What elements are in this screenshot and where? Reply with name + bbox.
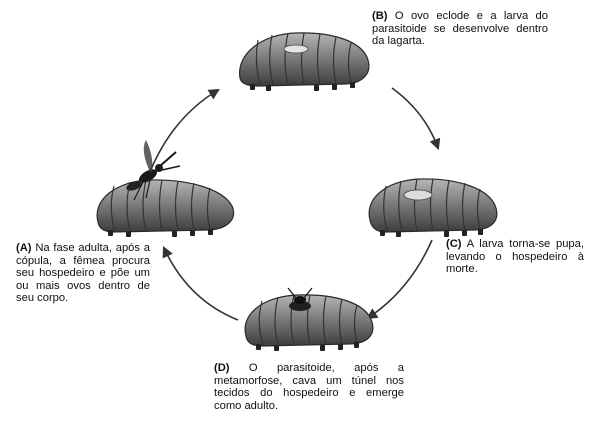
- caption-stage-a-tag: (A): [16, 242, 32, 254]
- caption-stage-d-tag: (D): [214, 362, 230, 374]
- caption-stage-c: (C) A larva torna-se pupa, levando o hos…: [446, 238, 584, 276]
- caption-stage-b: (B) O ovo eclode e a larva do parasitoid…: [372, 10, 548, 48]
- emerging-wasp-icon: [287, 287, 313, 304]
- arrow-a-to-b: [149, 88, 220, 173]
- arrow-c-to-d: [366, 239, 433, 320]
- wasp-icon: [126, 140, 181, 201]
- caption-stage-b-text: O ovo eclode e a larva do parasitoide se…: [372, 10, 548, 48]
- caterpillar-c: [368, 178, 498, 237]
- arrow-b-to-c: [391, 87, 441, 151]
- caterpillar-d: [244, 294, 374, 351]
- caterpillar-a: [96, 179, 235, 237]
- caption-stage-a-text: Na fase adulta, após a cópula, a fêmea p…: [16, 242, 151, 305]
- caption-stage-c-text: A larva torna-se pupa, levando o hospede…: [446, 238, 584, 276]
- caption-stage-c-tag: (C): [446, 238, 462, 250]
- caption-stage-d-text: O parasitoide, após a metamorfose, cava …: [214, 362, 404, 412]
- caption-stage-a: (A) Na fase adulta, após a cópula, a fêm…: [16, 242, 150, 305]
- arrow-d-to-a: [162, 245, 239, 321]
- caption-stage-b-tag: (B): [372, 10, 388, 22]
- caterpillar-b: [239, 32, 370, 91]
- caption-stage-d: (D) O parasitoide, após a metamorfose, c…: [214, 362, 404, 412]
